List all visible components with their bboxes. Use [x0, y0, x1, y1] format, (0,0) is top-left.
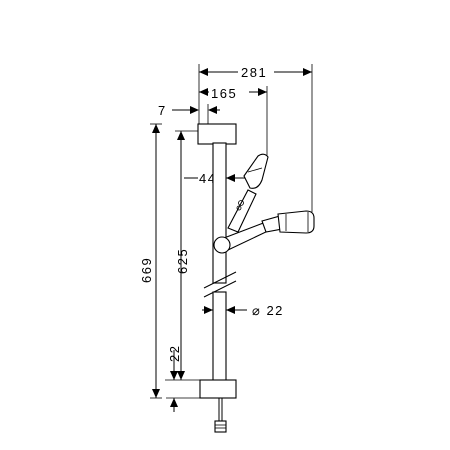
dimension-165: 165	[199, 85, 268, 156]
hand-shower-horizontal	[213, 210, 315, 254]
slider-knob	[213, 236, 231, 254]
rail-break-mark	[203, 280, 237, 298]
dimension-625: 625	[175, 130, 198, 380]
hand-shower-tilted	[227, 153, 269, 233]
dimension-label-165: 165	[211, 86, 237, 101]
dimension-281: 281	[198, 64, 313, 212]
bottom-wall-bracket	[199, 379, 237, 399]
shower-handle-tilted	[227, 189, 257, 233]
rail-lower	[212, 291, 227, 382]
top-wall-bracket	[197, 123, 237, 145]
dimension-label-281: 281	[241, 65, 267, 80]
dimension-label-diameter: ⌀ 22	[252, 303, 284, 318]
rail-upper	[212, 142, 227, 284]
rail-break-mark	[203, 271, 237, 289]
dimension-label-669: 669	[139, 257, 154, 283]
dimension-label-44: 44	[199, 171, 216, 186]
shower-head-tilted	[243, 153, 269, 189]
dimension-7: 7	[158, 103, 220, 124]
dimension-669: 669	[139, 123, 162, 399]
hose-connector	[214, 420, 227, 433]
dimension-label-625: 625	[175, 248, 190, 274]
dimension-22-bottom: 22	[165, 345, 200, 412]
dimension-label-7: 7	[158, 103, 167, 118]
dimension-label-22-vertical: 22	[167, 345, 182, 362]
shower-head-horizontal	[277, 210, 315, 234]
